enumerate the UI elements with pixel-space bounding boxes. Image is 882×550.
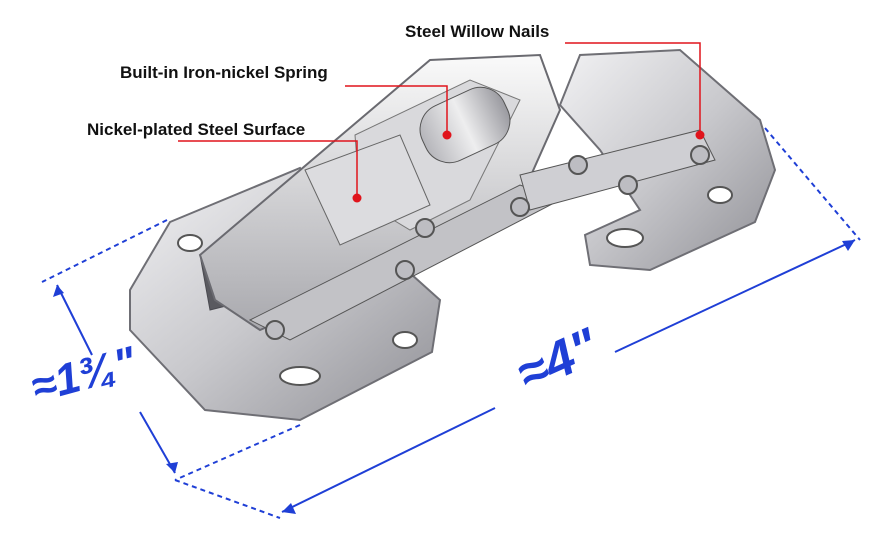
arrowhead [282,503,296,514]
width-extension-right [764,127,861,241]
height-extension-bottom [174,424,301,481]
surface-callout-line [178,140,358,197]
height-dim-line-top [56,284,93,356]
dimension-lines [41,127,861,519]
nickel-plated-surface-label: Nickel-plated Steel Surface [87,120,306,139]
width-extension-left [174,479,281,519]
callout-lines [178,42,701,197]
spring-callout-dot [442,130,452,140]
arrowhead [166,462,178,473]
width-dim-line-right [614,239,856,353]
iron-nickel-spring-label: Built-in Iron-nickel Spring [120,63,328,82]
hinge-arm [198,53,716,341]
spring-callout-line [345,85,448,134]
height-dim-line-bottom [139,411,176,474]
surface-callout-dot [352,193,362,203]
steel-willow-nails-label: Steel Willow Nails [405,22,550,41]
nails-callout-line [565,42,701,134]
nails-callout-dot [695,130,705,140]
arrowhead [53,285,64,297]
rivets [265,145,710,340]
width-dim-line-left [281,407,496,513]
arrowhead [842,240,855,251]
